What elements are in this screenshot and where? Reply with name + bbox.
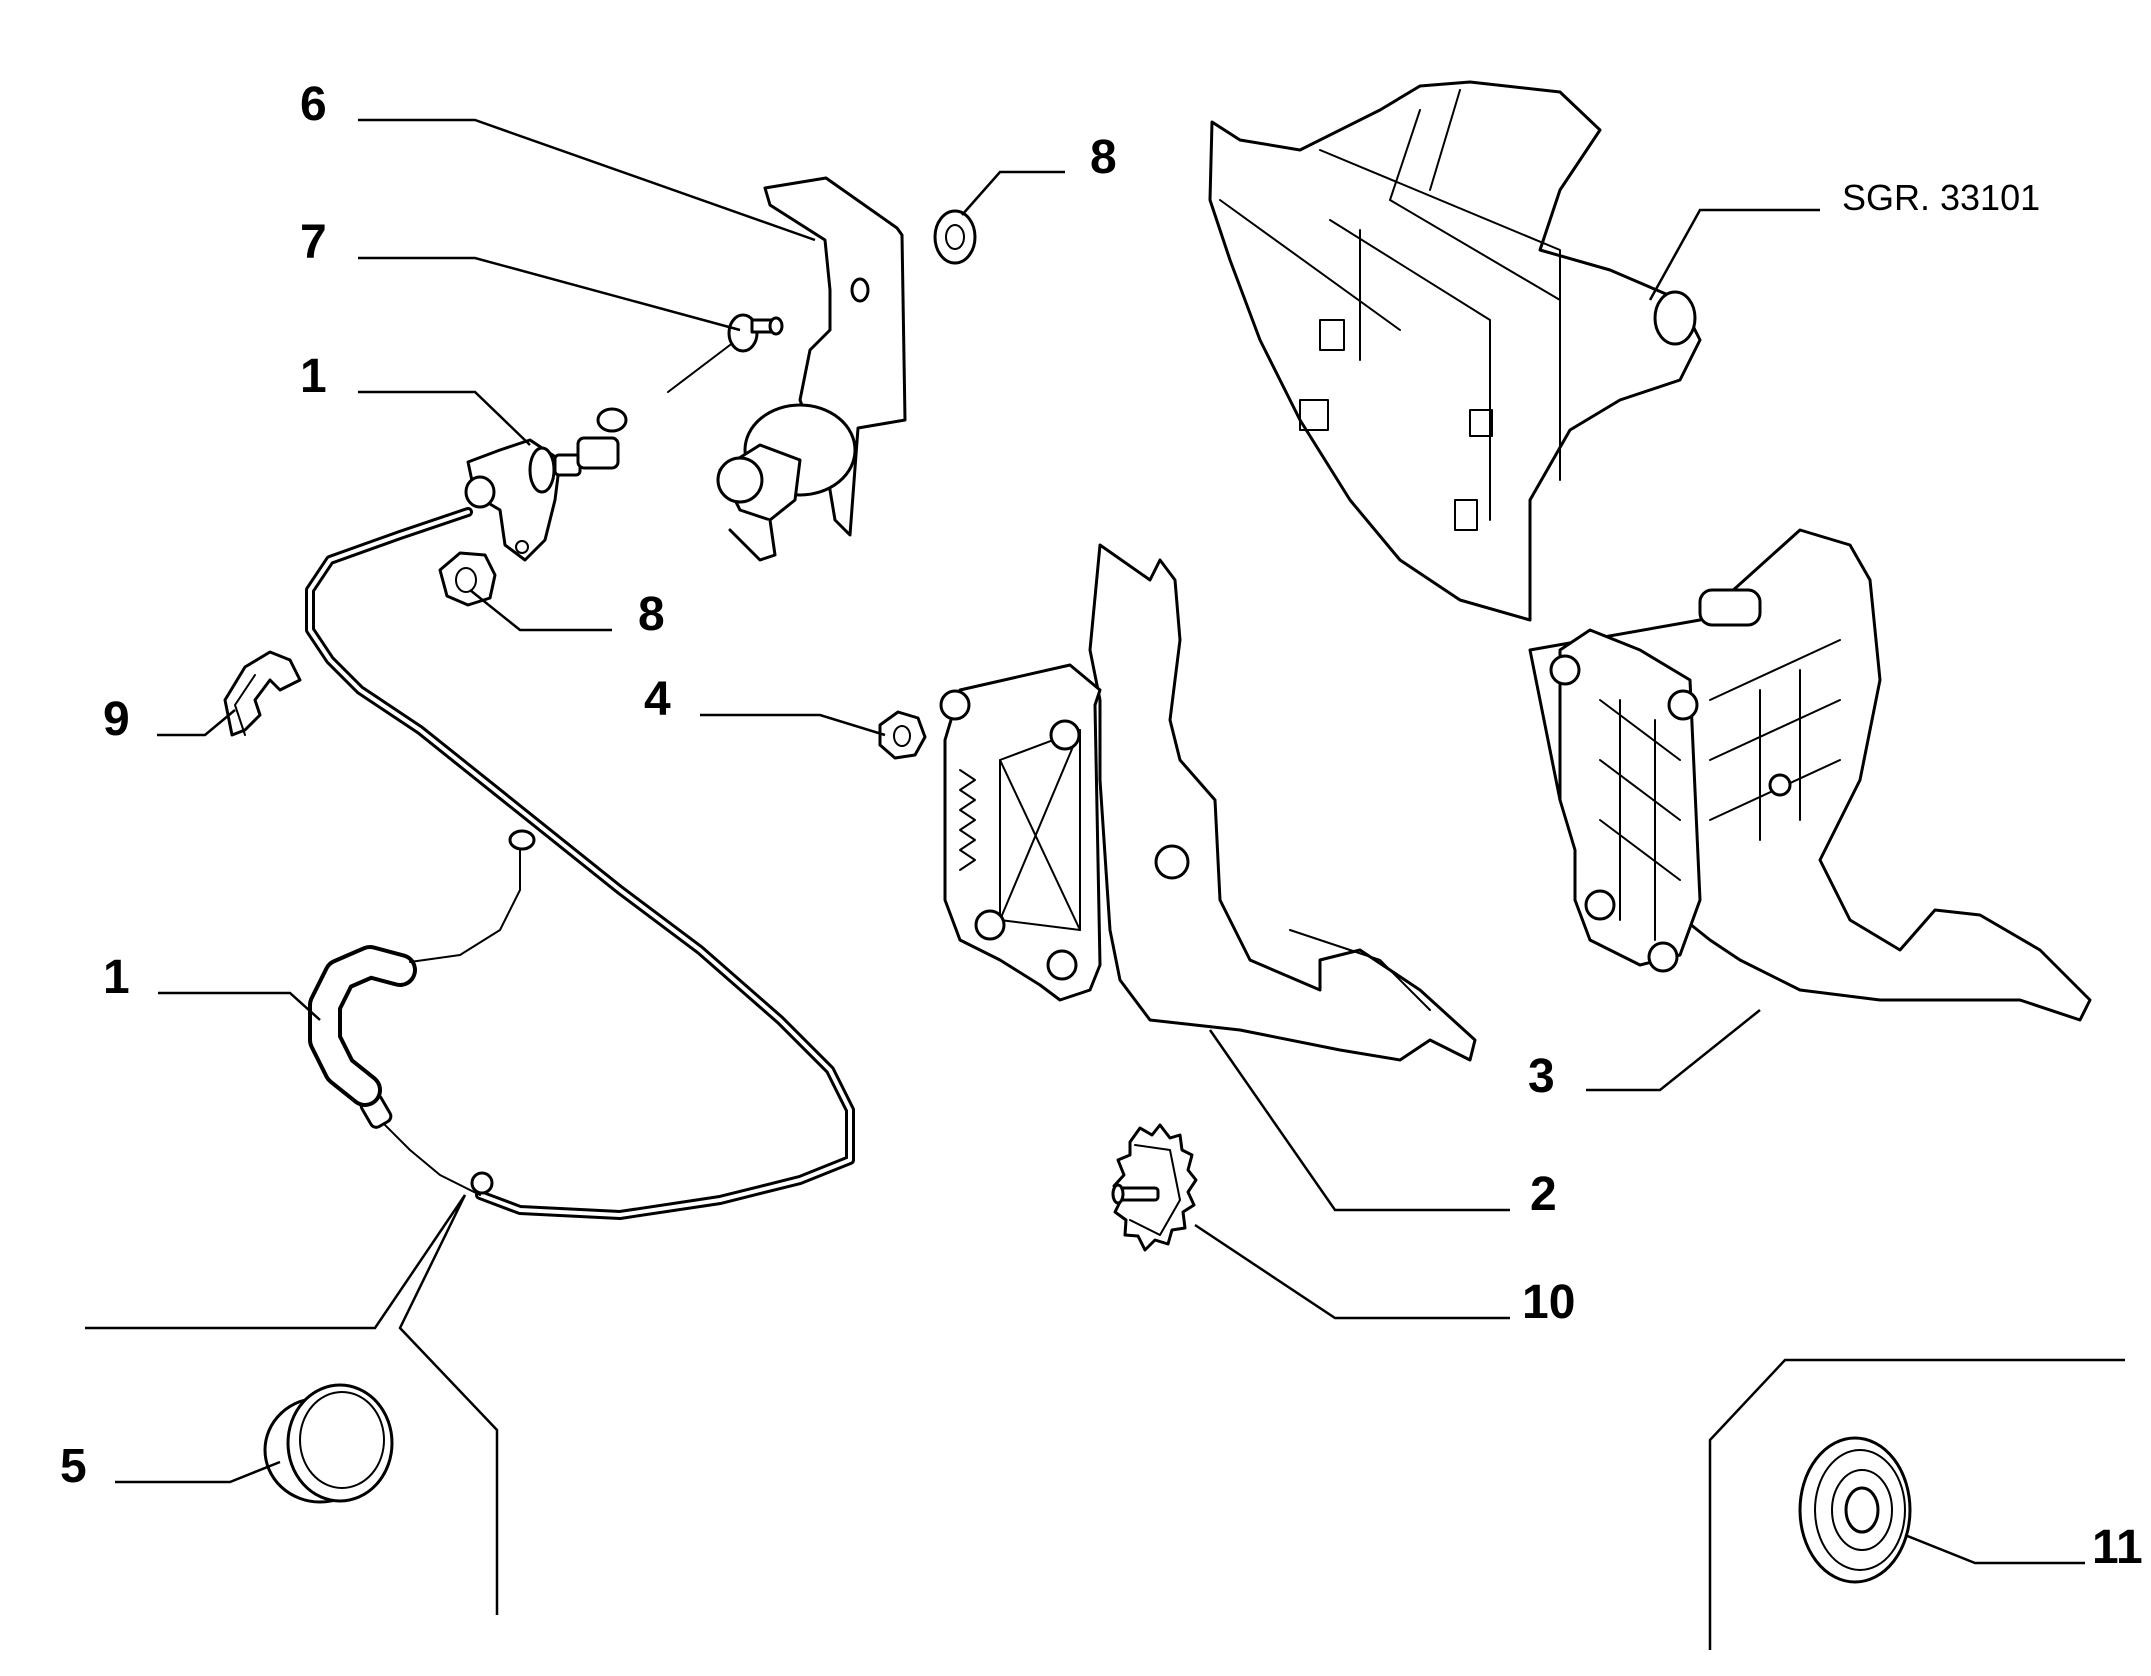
callout-10: 10 [1522,1276,1575,1329]
callout-1-upper: 1 [300,350,327,403]
callout-1-lower: 1 [103,951,130,1004]
leader-8b [469,589,612,632]
part-11-grommet [1798,1436,1912,1584]
leader-grommet-detail [1708,1358,2125,1650]
callout-11: 11 [2092,1521,2143,1574]
part-4-nut [878,710,927,760]
callout-6: 6 [300,78,327,131]
part-8-nut-upper [933,209,977,265]
callout-5: 5 [60,1440,87,1493]
callout-8-upper: 8 [1090,131,1117,184]
leader-6 [358,118,816,242]
pedal-assembly-3 [1528,528,2092,1022]
part-5-plug [263,1383,394,1504]
part-1-cable-sleeve [308,829,536,1107]
part-6-bracket [716,176,907,562]
callout-7: 7 [300,216,327,269]
callout-2: 2 [1530,1168,1557,1221]
callout-labels: 6 7 1 8 8 9 4 1 3 2 10 5 11 SGR. 33101 [60,78,2143,1574]
callout-8-lower: 8 [638,588,665,641]
leader-cable-detail [85,1194,499,1615]
leader-11 [1904,1533,2085,1565]
leader-8a [961,170,1065,216]
leader-1b [158,991,321,1021]
part-7-pin [667,313,784,393]
leader-7 [358,256,741,332]
part-10-gear [1111,1123,1198,1252]
leader-1a [358,390,531,446]
leader-ref [1648,208,1820,301]
leader-4 [700,713,886,737]
part-9-clip [223,650,302,737]
leader-9 [157,709,236,737]
pedal-assembly-2 [939,543,1477,1062]
leader-2 [1208,1029,1510,1212]
accelerator-cable [305,507,855,1220]
callout-3: 3 [1528,1050,1555,1103]
leader-5 [115,1460,281,1484]
part-1-sensor [464,407,628,562]
callout-9: 9 [103,693,130,746]
leader-10 [1194,1223,1510,1320]
leader-lines [85,118,2125,1650]
pedal-box-bracket [1208,80,1702,622]
callout-4: 4 [644,673,671,726]
leader-3 [1586,1009,1761,1092]
reference-code: SGR. 33101 [1842,177,2040,218]
part-8-nut-lower [438,551,497,607]
